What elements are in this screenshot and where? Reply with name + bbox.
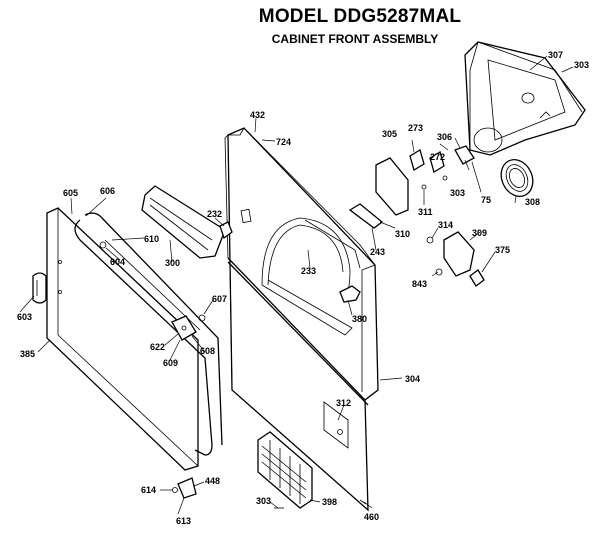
callout-labels: 307 303 432 724 305 273 306 272 303 75 3… [17, 50, 589, 526]
callout-608: 608 [200, 346, 215, 356]
door-outer-panel-385 [46, 207, 199, 471]
callout-272: 272 [430, 152, 445, 162]
callout-311: 311 [418, 207, 433, 217]
lint-filter-housing-300 [141, 185, 226, 259]
screw-314 [426, 236, 434, 244]
switch-parts [409, 145, 475, 190]
callout-622: 622 [150, 342, 165, 352]
callout-603: 603 [17, 312, 32, 322]
diagram-title: MODEL DDG5287MAL [258, 6, 462, 27]
callout-724: 724 [276, 137, 291, 147]
callout-303: 303 [574, 60, 589, 70]
grille-398 [257, 431, 313, 509]
callout-604: 604 [110, 257, 125, 267]
bracket-232 [219, 221, 233, 240]
callout-243: 243 [370, 247, 385, 257]
callout-303-b: 303 [450, 188, 465, 198]
callout-304: 304 [405, 374, 420, 384]
callout-309: 309 [472, 228, 487, 238]
callout-605: 605 [63, 188, 78, 198]
door-latch [172, 477, 197, 499]
callout-398: 398 [322, 497, 337, 507]
callout-314: 314 [438, 220, 453, 230]
callout-432: 432 [250, 110, 265, 120]
callout-614: 614 [141, 485, 156, 495]
callout-613: 613 [176, 516, 191, 526]
callout-380: 380 [352, 314, 367, 324]
ring-308 [500, 159, 534, 197]
callout-273: 273 [408, 123, 423, 133]
callout-310: 310 [395, 229, 410, 239]
control-housing-305 [375, 157, 409, 216]
push-button-380 [339, 285, 361, 303]
callout-312: 312 [336, 398, 351, 408]
screw-843 [435, 268, 443, 276]
callout-607: 607 [212, 294, 227, 304]
callout-233: 233 [301, 266, 316, 276]
part-375 [469, 269, 485, 287]
door-handle-603 [32, 272, 47, 304]
callout-307: 307 [548, 50, 563, 60]
callout-385: 385 [20, 349, 35, 359]
callout-606: 606 [100, 186, 115, 196]
callout-448: 448 [205, 476, 220, 486]
callout-232: 232 [207, 209, 222, 219]
callout-460: 460 [364, 512, 379, 522]
callout-609: 609 [163, 358, 178, 368]
door-hinge [171, 314, 206, 341]
diagram-subtitle: CABINET FRONT ASSEMBLY [271, 32, 439, 46]
door-inner-frame-610 [74, 212, 223, 456]
callout-306: 306 [437, 132, 452, 142]
callout-303-c: 303 [256, 496, 271, 506]
bracket-310 [348, 203, 384, 229]
callout-843: 843 [412, 279, 427, 289]
leader-lines [19, 55, 574, 515]
callout-75: 75 [481, 195, 491, 205]
callout-610: 610 [144, 234, 159, 244]
callout-300: 300 [165, 258, 180, 268]
callout-308: 308 [525, 197, 540, 207]
switch-309 [443, 231, 475, 277]
callout-375: 375 [495, 245, 510, 255]
callout-305: 305 [382, 129, 397, 139]
top-duct-assembly-307 [464, 41, 586, 156]
